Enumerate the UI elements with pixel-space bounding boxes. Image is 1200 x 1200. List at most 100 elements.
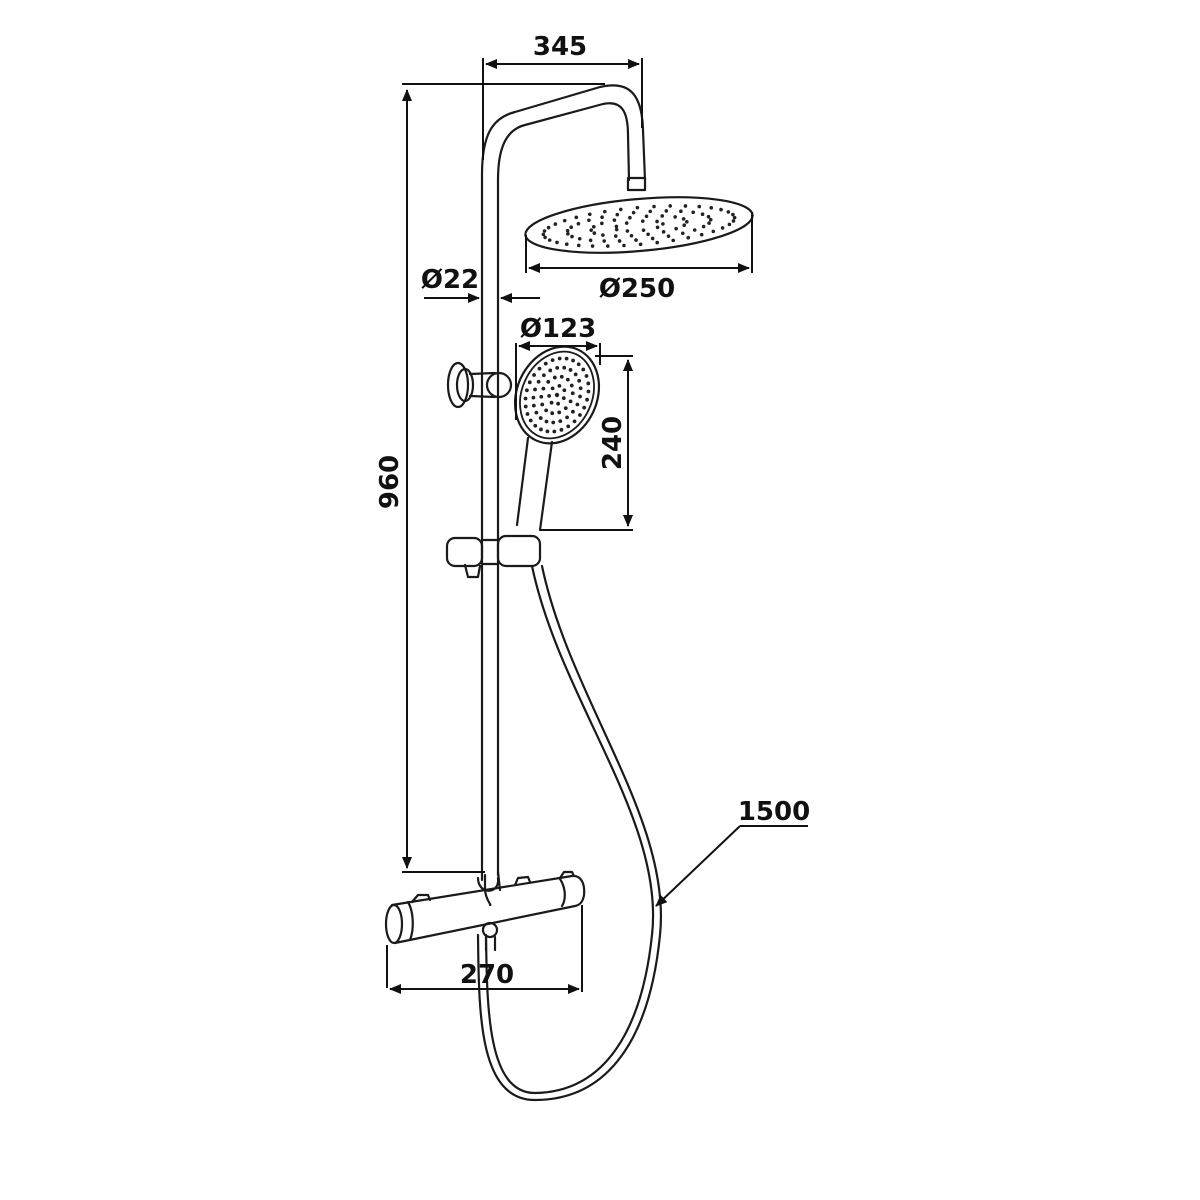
nozzle-dot — [584, 374, 589, 378]
nozzle-dot — [552, 429, 557, 434]
nozzle-dot — [547, 393, 552, 398]
nozzle-dot — [589, 228, 593, 232]
dimension-hose-length: 1500 — [655, 797, 810, 907]
nozzle-dot — [531, 395, 536, 400]
nozzle-dot — [533, 387, 537, 392]
dimension-270: 270 — [386, 905, 583, 994]
nozzle-dot — [674, 226, 678, 231]
nozzle-dot — [523, 404, 528, 409]
nozzle-dot — [565, 415, 569, 420]
nozzle-dot — [655, 219, 659, 224]
nozzle-dot — [569, 225, 573, 229]
nozzle-dot — [576, 362, 581, 367]
nozzle-dot — [614, 224, 619, 229]
nozzle-dot — [731, 219, 736, 223]
dimension-345: 345 — [482, 32, 643, 160]
nozzle-dot — [711, 229, 716, 234]
head-nozzles — [541, 204, 737, 248]
nozzle-dot — [539, 427, 543, 432]
nozzle-dot — [648, 209, 653, 214]
nozzle-dot — [708, 217, 713, 222]
nozzle-dot — [539, 394, 544, 399]
nozzle-dot — [563, 406, 568, 411]
nozzle-dot — [550, 386, 555, 391]
nozzle-dot — [586, 389, 591, 394]
nozzle-dot — [541, 373, 546, 378]
nozzle-dot — [602, 209, 607, 214]
nozzle-dot — [570, 391, 575, 396]
nozzle-dot — [614, 227, 619, 232]
dimension-label: Ø250 — [599, 274, 675, 304]
nozzle-dot — [602, 239, 606, 243]
nozzle-dot — [640, 219, 645, 223]
dimension-960: 960 — [375, 83, 605, 873]
nozzle-dot — [600, 215, 604, 220]
nozzle-dot — [644, 214, 649, 219]
nozzle-dot — [624, 221, 629, 225]
nozzle-dot — [578, 413, 582, 417]
nozzle-dot — [562, 365, 567, 370]
nozzle-dot — [562, 218, 567, 223]
nozzle-dot — [555, 240, 559, 245]
nozzle-dot — [671, 238, 676, 243]
nozzle-dot — [571, 358, 575, 363]
nozzle-dot — [683, 204, 688, 208]
nozzle-dot — [587, 218, 591, 223]
nozzle-dot — [576, 243, 581, 248]
nozzle-dot — [566, 424, 571, 429]
nozzle-dot — [546, 225, 551, 230]
nozzle-dot — [615, 212, 620, 217]
dimension-label: 960 — [375, 455, 405, 509]
nozzle-dot — [682, 223, 687, 228]
nozzle-dot — [534, 410, 539, 415]
nozzle-dot — [685, 220, 689, 224]
nozzle-dot — [541, 232, 546, 237]
dimension-label: Ø123 — [520, 314, 596, 344]
nozzle-dot — [617, 239, 622, 243]
hand-shower — [513, 345, 601, 532]
thermostatic-valve — [384, 870, 586, 952]
nozzle-dot — [707, 221, 711, 225]
nozzle-dot — [661, 222, 665, 226]
rail-slider — [445, 534, 542, 579]
nozzle-dot — [612, 218, 617, 222]
nozzle-dot — [552, 375, 557, 380]
nozzle-dot — [692, 228, 697, 232]
nozzle-dot — [699, 232, 704, 237]
nozzle-dot — [559, 374, 564, 379]
nozzle-dot — [564, 356, 569, 361]
dimension-label: 345 — [533, 32, 587, 62]
nozzle-dot — [591, 224, 596, 229]
nozzle-dot — [575, 402, 580, 407]
nozzle-dot — [625, 229, 630, 233]
nozzle-dot — [523, 396, 528, 401]
nozzle-dot — [542, 229, 547, 233]
nozzle-dot — [719, 207, 723, 212]
nozzle-dot — [557, 384, 562, 388]
nozzle-dot — [655, 240, 659, 245]
nozzle-dot — [578, 394, 582, 399]
dimension-head-diameter: Ø250 — [525, 212, 753, 304]
overhead-shower-head — [524, 176, 754, 254]
nozzle-dot — [568, 368, 573, 372]
nozzle-dot — [668, 204, 673, 208]
nozzle-dot — [588, 238, 593, 243]
nozzle-dot — [666, 234, 671, 238]
nozzle-dot — [525, 388, 529, 393]
nozzle-dot — [587, 212, 592, 217]
nozzle-dot — [545, 429, 550, 434]
nozzle-dot — [581, 367, 586, 372]
nozzle-dot — [731, 212, 735, 217]
nozzle-dot — [652, 204, 656, 209]
nozzle-dot — [570, 234, 574, 239]
nozzle-dot — [641, 228, 646, 232]
nozzle-dot — [557, 410, 562, 415]
nozzle-dot — [576, 221, 581, 226]
nozzle-dot — [646, 232, 650, 237]
nozzle-dot — [650, 236, 655, 241]
shower-hose — [476, 564, 663, 1102]
nozzle-dot — [577, 236, 582, 241]
nozzle-dot — [561, 396, 566, 401]
dimension-rail-diameter: Ø22 — [421, 265, 540, 303]
nozzle-dot — [634, 238, 638, 242]
